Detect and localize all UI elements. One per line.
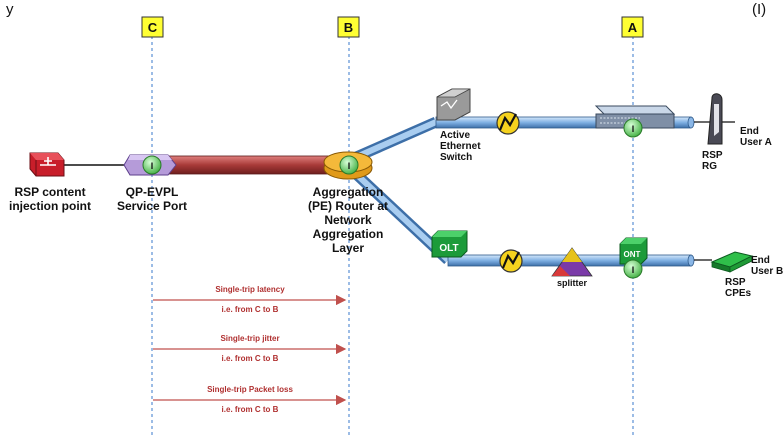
end-user-a-icon xyxy=(707,93,723,145)
caption-fragment: y xyxy=(6,1,14,18)
olt-icon: OLT xyxy=(431,230,468,258)
measurement-latency-title: Single-trip latency xyxy=(215,285,285,294)
end-user-a-label-line-2: User A xyxy=(740,137,772,148)
aggregation-label-line-1: Aggregation xyxy=(313,185,384,199)
reference-point-a-label: A xyxy=(628,20,638,35)
measurement-packet-loss: Single-trip Packet loss i.e. from C to B xyxy=(153,385,347,414)
content-injection-label-line-2: injection point xyxy=(9,199,91,213)
measurement-jitter-title: Single-trip jitter xyxy=(220,334,279,343)
evpl-pipe xyxy=(149,155,349,175)
ont-label: ONT xyxy=(624,250,641,259)
splitter-label: splitter xyxy=(557,278,588,288)
measurement-packet-loss-scope: i.e. from C to B xyxy=(222,405,279,414)
content-injection-label-line-1: RSP content xyxy=(14,185,85,199)
reference-point-b-label: B xyxy=(344,20,353,35)
ethernet-switch-label-line-2: Ethernet xyxy=(440,141,481,152)
ethernet-switch-label-line-1: Active xyxy=(440,130,470,141)
rsp-cpes-label-line-2: CPEs xyxy=(725,288,752,299)
router-icon xyxy=(29,152,65,177)
service-port-label-line-2: Service Port xyxy=(117,199,187,213)
ont-icon: ONT xyxy=(619,237,648,265)
ethernet-switch-icon xyxy=(436,88,471,121)
reference-point-a: A xyxy=(621,16,644,38)
olt-label: OLT xyxy=(439,243,458,254)
rsp-cpes-label-line-1: RSP xyxy=(725,277,746,288)
measurement-marker-a-upper: I xyxy=(623,118,643,138)
end-user-a-label-line-1: End xyxy=(740,126,759,137)
marker-c-glyph: I xyxy=(151,161,154,171)
aggregation-label-line-2: (PE) Router at xyxy=(308,199,388,213)
service-port-label-line-1: QP-EVPL xyxy=(126,185,179,199)
reference-point-c: C xyxy=(141,16,164,38)
marker-a-upper-glyph: I xyxy=(632,124,635,134)
rsp-cpe-icon xyxy=(710,251,754,273)
upper-branch-pipe xyxy=(351,116,695,164)
end-user-b-label-line-2: User B xyxy=(751,266,783,277)
measurement-jitter: Single-trip jitter i.e. from C to B xyxy=(153,334,347,363)
reference-point-c-label: C xyxy=(148,20,158,35)
ethernet-switch-label-line-3: Switch xyxy=(440,152,472,163)
rsp-rg-label-line-1: RSP xyxy=(702,150,723,161)
end-user-b-label-line-1: End xyxy=(751,255,770,266)
measurement-jitter-scope: i.e. from C to B xyxy=(222,354,279,363)
measurement-marker-c: I xyxy=(142,155,162,175)
aggregation-label-line-3: Network xyxy=(324,213,372,227)
caption-fragment-end: (I) xyxy=(752,1,766,18)
splitter-icon xyxy=(551,247,593,277)
marker-a-lower-glyph: I xyxy=(632,265,635,275)
reference-point-b: B xyxy=(337,16,360,38)
measurement-packet-loss-title: Single-trip Packet loss xyxy=(207,385,293,394)
measurement-marker-a-lower: I xyxy=(623,259,643,279)
fiber-icon-lower xyxy=(499,249,523,273)
measurement-latency: Single-trip latency i.e. from C to B xyxy=(153,285,347,314)
measurement-latency-scope: i.e. from C to B xyxy=(222,305,279,314)
marker-b-glyph: I xyxy=(348,161,351,171)
fiber-icon-upper xyxy=(496,111,520,135)
aggregation-label-line-4: Aggregation xyxy=(313,227,384,241)
rsp-rg-label-line-2: RG xyxy=(702,161,717,172)
measurement-marker-b: I xyxy=(339,155,359,175)
aggregation-label-line-5: Layer xyxy=(332,241,364,255)
